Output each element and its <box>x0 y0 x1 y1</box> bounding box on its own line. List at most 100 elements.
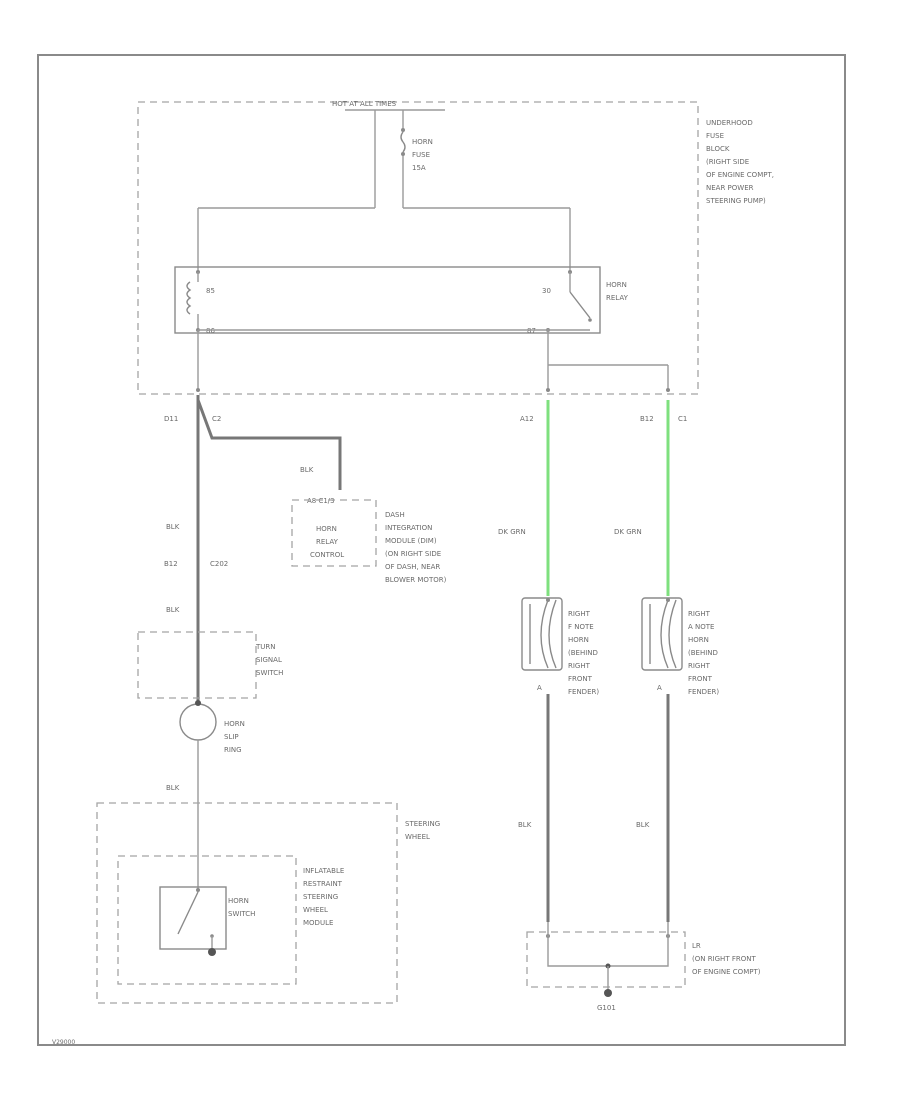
svg-text:STEERING: STEERING <box>303 893 338 901</box>
relay-pin-85-label: 85 <box>206 287 215 295</box>
ground-g101-icon <box>604 989 612 997</box>
svg-text:RIGHT: RIGHT <box>688 610 711 618</box>
svg-text:FRONT: FRONT <box>688 675 713 683</box>
dim-outline <box>291 499 377 567</box>
wire-blk-1-label: BLK <box>300 466 314 474</box>
relay-switch-icon <box>569 291 591 319</box>
horn-pin-a2-label: A <box>657 684 662 692</box>
connector-a12-pin <box>546 388 550 392</box>
horn-switch-terminal-top <box>196 888 200 892</box>
connector-a12-label: A12 <box>520 415 534 423</box>
wire-blk-6-label: BLK <box>636 821 650 829</box>
connector-b12-label: B12 <box>164 560 178 568</box>
right-a-note-horn-icon <box>641 597 683 671</box>
horn-switch-ground-icon <box>208 948 216 956</box>
svg-text:STEERING: STEERING <box>405 820 440 828</box>
svg-text:TURN: TURN <box>255 643 276 651</box>
svg-text:SWITCH: SWITCH <box>256 669 283 677</box>
svg-text:RING: RING <box>224 746 242 754</box>
svg-text:WHEEL: WHEEL <box>303 906 328 914</box>
connector-b12-c1-pin <box>666 388 670 392</box>
steering-wheel-label: STEERING WHEEL <box>405 820 440 841</box>
svg-text:NEAR POWER: NEAR POWER <box>706 184 754 192</box>
ground-id-label: G101 <box>597 1004 616 1012</box>
svg-text:HORN: HORN <box>688 636 709 644</box>
slip-ring-terminal <box>195 700 201 706</box>
connector-d11-label: D11 <box>164 415 178 423</box>
wire-dkgrn-2-label: DK GRN <box>614 528 642 536</box>
connector-d11-pin <box>196 388 200 392</box>
svg-text:INFLATABLE: INFLATABLE <box>303 867 344 875</box>
ground-block-label: LR (ON RIGHT FRONT OF ENGINE COMPT) <box>692 942 761 976</box>
inflatable-restraint-module-label: INFLATABLE RESTRAINT STEERING WHEEL MODU… <box>303 867 344 927</box>
fuse-name-label: HORN <box>412 138 433 146</box>
svg-text:FUSE: FUSE <box>706 132 724 140</box>
svg-text:HORN: HORN <box>316 525 337 533</box>
horn-switch-label: HORN SWITCH <box>228 897 255 918</box>
svg-text:MODULE (DIM): MODULE (DIM) <box>385 537 437 545</box>
connector-c2-label: C2 <box>212 415 221 423</box>
svg-text:FENDER): FENDER) <box>568 688 599 696</box>
svg-text:FRONT: FRONT <box>568 675 593 683</box>
relay-coil-icon <box>186 281 192 315</box>
relay-switch-contact <box>588 318 592 322</box>
right-f-note-horn-label: RIGHT F NOTE HORN (BEHIND RIGHT FRONT FE… <box>568 610 599 696</box>
svg-text:STEERING PUMP): STEERING PUMP) <box>706 197 766 205</box>
svg-text:CONTROL: CONTROL <box>310 551 344 559</box>
fuse-word-label: FUSE <box>412 151 430 159</box>
steering-wheel-outline <box>96 802 398 1004</box>
relay-pin-87-label: 87 <box>527 327 536 335</box>
right-f-note-horn-icon <box>521 597 563 671</box>
horn-relay-box <box>174 266 601 334</box>
svg-text:BLOCK: BLOCK <box>706 145 730 153</box>
svg-text:UNDERHOOD: UNDERHOOD <box>706 119 753 127</box>
svg-text:DASH: DASH <box>385 511 405 519</box>
relay-pin-30-label: 30 <box>542 287 551 295</box>
turn-signal-switch-outline <box>137 631 257 699</box>
svg-text:OF ENGINE COMPT,: OF ENGINE COMPT, <box>706 171 774 179</box>
svg-text:MODULE: MODULE <box>303 919 333 927</box>
ground-block-outline <box>526 931 686 988</box>
svg-text:(RIGHT SIDE: (RIGHT SIDE <box>706 158 749 166</box>
horn-switch-icon <box>177 891 199 935</box>
svg-text:RIGHT: RIGHT <box>688 662 711 670</box>
svg-text:OF DASH, NEAR: OF DASH, NEAR <box>385 563 440 571</box>
horn-switch-box <box>159 886 227 950</box>
svg-text:FENDER): FENDER) <box>688 688 719 696</box>
wire-dkgrn-1-label: DK GRN <box>498 528 526 536</box>
underhood-fuse-block-label: UNDERHOOD FUSE BLOCK (RIGHT SIDE OF ENGI… <box>706 119 774 205</box>
fuse-terminal-bottom <box>401 152 405 156</box>
fuse-terminal-top <box>401 128 405 132</box>
wire-blk-3-label: BLK <box>166 606 180 614</box>
wire-blk-5-label: BLK <box>518 821 532 829</box>
svg-text:OF ENGINE COMPT): OF ENGINE COMPT) <box>692 968 761 976</box>
svg-text:HORN: HORN <box>224 720 245 728</box>
svg-text:INTEGRATION: INTEGRATION <box>385 524 432 532</box>
svg-text:SWITCH: SWITCH <box>228 910 255 918</box>
svg-text:RELAY: RELAY <box>316 538 339 546</box>
svg-text:HORN: HORN <box>228 897 249 905</box>
svg-text:LR: LR <box>692 942 701 950</box>
horn-slip-ring-label: HORN SLIP RING <box>224 720 245 754</box>
svg-text:(ON RIGHT FRONT: (ON RIGHT FRONT <box>692 955 756 963</box>
svg-text:(BEHIND: (BEHIND <box>688 649 718 657</box>
svg-text:WHEEL: WHEEL <box>405 833 430 841</box>
horn-slip-ring-icon <box>179 703 217 741</box>
horn-pin-a1-label: A <box>537 684 542 692</box>
wire-blk-4-label: BLK <box>166 784 180 792</box>
svg-text:HORN: HORN <box>568 636 589 644</box>
svg-text:(ON RIGHT SIDE: (ON RIGHT SIDE <box>385 550 441 558</box>
svg-text:RIGHT: RIGHT <box>568 662 591 670</box>
svg-text:A NOTE: A NOTE <box>688 623 714 631</box>
diagram-frame <box>37 54 846 1046</box>
ground-bus-wire <box>547 922 669 967</box>
svg-text:BLOWER MOTOR): BLOWER MOTOR) <box>385 576 447 584</box>
svg-text:(BEHIND: (BEHIND <box>568 649 598 657</box>
connector-c202-label: C202 <box>210 560 228 568</box>
svg-text:RESTRAINT: RESTRAINT <box>303 880 343 888</box>
fuse-icon <box>400 131 406 153</box>
blk-wire-to-dim <box>196 399 342 490</box>
inflatable-restraint-module-outline <box>117 855 297 985</box>
svg-text:RELAY: RELAY <box>606 294 629 302</box>
